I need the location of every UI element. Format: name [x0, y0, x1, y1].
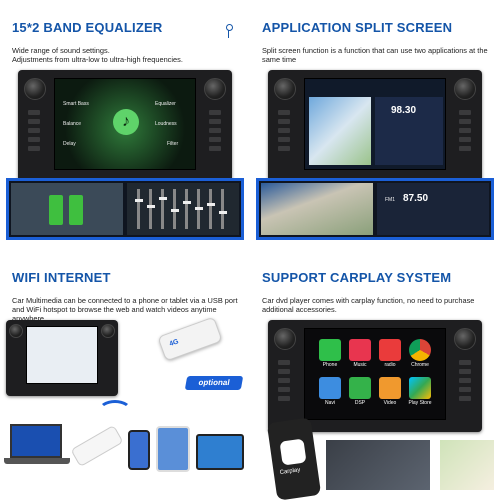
wifi-title: WIFI INTERNET [12, 270, 111, 285]
play-store-app-icon[interactable] [409, 377, 431, 399]
equalizer-description: Wide range of sound settings. Adjustment… [12, 46, 183, 65]
radio-detail: FM1 87.50 [377, 183, 489, 235]
wifi-panel: WIFI INTERNET Car Multimedia can be conn… [0, 250, 250, 500]
map-view[interactable] [309, 97, 371, 165]
volume-knob[interactable] [274, 78, 296, 100]
volume-knob[interactable] [24, 78, 46, 100]
eq-menu-item[interactable]: Loudness [155, 121, 177, 127]
tablet-icon [196, 434, 244, 470]
android-screen [26, 326, 98, 384]
usb-dongle [70, 424, 124, 468]
radio-app-icon[interactable] [379, 339, 401, 361]
eq-menu-item[interactable]: Delay [63, 141, 76, 147]
head-unit [6, 320, 118, 396]
split-description: Split screen function is a function that… [262, 46, 488, 65]
volume-knob[interactable] [9, 324, 23, 338]
equalizer-sliders[interactable] [127, 183, 239, 235]
speaker-icon [69, 195, 83, 225]
carplay-description: Car dvd player comes with carplay functi… [262, 296, 475, 315]
head-unit: Smart Bass Equalizer Balance Loudness De… [18, 70, 232, 182]
radio-view[interactable]: 98.30 [375, 97, 443, 165]
eq-detail-strip [6, 178, 244, 240]
tablet-icon [156, 426, 190, 472]
right-buttons[interactable] [209, 110, 221, 151]
wifi-description: Car Multimedia can be connected to a pho… [12, 296, 238, 324]
equalizer-panel: 15*2 BAND EQUALIZER Wide range of sound … [0, 0, 250, 250]
app-label: Play Store [408, 400, 432, 406]
carplay-title: SUPPORT CARPLAY SYSTEM [262, 270, 452, 285]
pin-icon [226, 24, 233, 38]
video-app-icon[interactable] [379, 377, 401, 399]
chrome-app-icon[interactable] [409, 339, 431, 361]
dsp-screen [11, 183, 123, 235]
app-label: Music [353, 362, 367, 368]
map-image [324, 438, 432, 492]
carplay-icon [279, 438, 307, 466]
split-screen: 98.30 [304, 78, 446, 170]
app-label: Video [383, 400, 397, 406]
radio-frequency: 87.50 [403, 193, 429, 204]
app-label: DSP [354, 400, 366, 406]
head-unit: Phone Music radio Chrome Navi DSP Video … [268, 320, 482, 432]
dsp-app-icon[interactable] [349, 377, 371, 399]
app-label: Navi [324, 400, 335, 406]
map-detail [261, 183, 373, 235]
head-unit: 98.30 [268, 70, 482, 182]
left-buttons[interactable] [28, 110, 40, 151]
eq-menu-item[interactable]: Equalizer [155, 101, 176, 107]
phone-app-icon[interactable] [319, 339, 341, 361]
split-detail-strip: FM1 87.50 [256, 178, 494, 240]
navi-app-icon[interactable] [319, 377, 341, 399]
tune-knob[interactable] [204, 78, 226, 100]
eq-screen: Smart Bass Equalizer Balance Loudness De… [54, 78, 196, 170]
volume-knob[interactable] [274, 328, 296, 350]
split-title: APPLICATION SPLIT SCREEN [262, 20, 453, 35]
laptop-icon [10, 424, 62, 458]
equalizer-title: 15*2 BAND EQUALIZER [12, 20, 163, 35]
tune-knob[interactable] [454, 78, 476, 100]
fm-label: FM1 [385, 197, 395, 203]
phone-icon [128, 430, 150, 470]
laptop-base [4, 458, 70, 464]
music-app-icon[interactable] [349, 339, 371, 361]
eq-menu-item[interactable]: Smart Bass [63, 101, 89, 107]
app-label: radio [384, 362, 396, 368]
speaker-icon [49, 195, 63, 225]
tune-knob[interactable] [101, 324, 115, 338]
carplay-screen: Phone Music radio Chrome Navi DSP Video … [304, 328, 446, 420]
eq-menu-item[interactable]: Filter [167, 141, 179, 147]
optional-badge: optional [184, 376, 244, 390]
wifi-icon [98, 400, 132, 422]
music-note-icon: ♪ [113, 109, 139, 135]
split-screen-panel: APPLICATION SPLIT SCREEN Split screen fu… [250, 0, 500, 250]
dongle-label: 4G [168, 338, 180, 349]
carplay-label: Carplay [279, 467, 301, 477]
eq-menu-item[interactable]: Balance [63, 121, 82, 127]
app-label: Phone [322, 362, 338, 368]
left-buttons[interactable] [278, 360, 290, 401]
radio-frequency: 98.30 [391, 105, 417, 116]
right-buttons[interactable] [459, 110, 471, 151]
right-buttons[interactable] [459, 360, 471, 401]
app-label: Chrome [411, 362, 429, 368]
carplay-panel: SUPPORT CARPLAY SYSTEM Car dvd player co… [250, 250, 500, 500]
tune-knob[interactable] [454, 328, 476, 350]
map-image [438, 438, 496, 492]
left-buttons[interactable] [278, 110, 290, 151]
